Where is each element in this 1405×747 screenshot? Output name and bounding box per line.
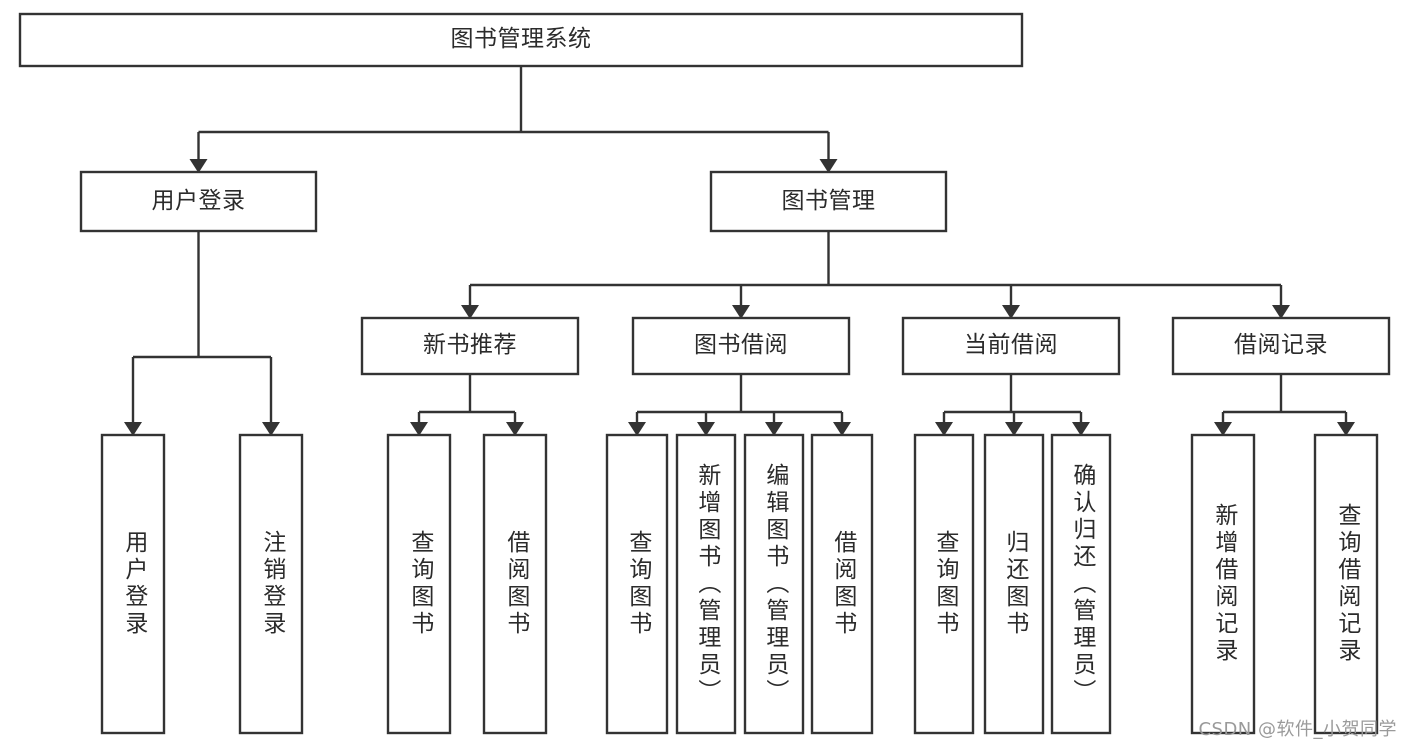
node-box-leaf-confirm-return bbox=[1050, 433, 1112, 735]
arrow-head-leaf-query-book-current bbox=[935, 422, 953, 436]
arrow-head-leaf-logout bbox=[262, 422, 280, 436]
arrow-head-current-borrow bbox=[1002, 305, 1020, 319]
node-box-leaf-query-book-current bbox=[913, 433, 975, 735]
node-leaf-edit-book[interactable] bbox=[745, 435, 803, 733]
node-leaf-query-book-current[interactable] bbox=[915, 435, 973, 733]
arrow-head-leaf-user-login bbox=[124, 422, 142, 436]
node-box-leaf-user-login bbox=[100, 433, 166, 735]
arrow-head-leaf-confirm-return bbox=[1072, 422, 1090, 436]
arrow-head-leaf-query-book-new bbox=[410, 422, 428, 436]
node-box-borrow-record bbox=[1171, 316, 1391, 376]
node-box-new-book-recommend bbox=[360, 316, 580, 376]
node-current-borrow[interactable] bbox=[903, 318, 1119, 374]
node-leaf-logout[interactable] bbox=[240, 435, 302, 733]
arrow-head-leaf-query-book-borrow bbox=[628, 422, 646, 436]
node-leaf-add-borrow-record[interactable] bbox=[1192, 435, 1254, 733]
node-box-leaf-query-borrow-record bbox=[1313, 433, 1379, 735]
arrow-head-leaf-add-borrow-record bbox=[1214, 422, 1232, 436]
node-box-leaf-borrow-book-new bbox=[482, 433, 548, 735]
node-box-root bbox=[18, 12, 1024, 68]
arrow-head-borrow-record bbox=[1272, 305, 1290, 319]
node-leaf-query-book-new[interactable] bbox=[388, 435, 450, 733]
node-box-leaf-edit-book bbox=[743, 433, 805, 735]
node-book-management[interactable] bbox=[711, 172, 946, 231]
watermark-text: CSDN @软件_小贺同学 bbox=[1198, 719, 1397, 740]
arrow-head-leaf-borrow-book bbox=[833, 422, 851, 436]
node-box-leaf-query-book-new bbox=[386, 433, 452, 735]
arrow-head-book-borrow bbox=[732, 305, 750, 319]
node-box-leaf-query-book-borrow bbox=[605, 433, 669, 735]
node-box-leaf-add-borrow-record bbox=[1190, 433, 1256, 735]
node-leaf-add-book[interactable] bbox=[677, 435, 735, 733]
node-box-user-login bbox=[79, 170, 318, 233]
node-borrow-record[interactable] bbox=[1173, 318, 1389, 374]
node-leaf-borrow-book-new[interactable] bbox=[484, 435, 546, 733]
node-box-book-borrow bbox=[631, 316, 851, 376]
node-box-leaf-borrow-book bbox=[810, 433, 874, 735]
arrow-head-leaf-borrow-book-new bbox=[506, 422, 524, 436]
node-box-leaf-return-book bbox=[983, 433, 1045, 735]
node-leaf-confirm-return[interactable] bbox=[1052, 435, 1110, 733]
node-book-borrow[interactable] bbox=[633, 318, 849, 374]
arrow-head-leaf-add-book bbox=[697, 422, 715, 436]
node-leaf-return-book[interactable] bbox=[985, 435, 1043, 733]
node-user-login[interactable] bbox=[81, 172, 316, 231]
arrow-head-leaf-edit-book bbox=[765, 422, 783, 436]
node-leaf-query-book-borrow[interactable] bbox=[607, 435, 667, 733]
arrow-head-book-management bbox=[819, 159, 838, 173]
node-box-leaf-add-book bbox=[675, 433, 737, 735]
arrow-head-new-book-recommend bbox=[461, 305, 479, 319]
node-box-current-borrow bbox=[901, 316, 1121, 376]
arrow-head-user-login bbox=[189, 159, 208, 173]
node-leaf-borrow-book[interactable] bbox=[812, 435, 872, 733]
node-box-leaf-logout bbox=[238, 433, 304, 735]
node-new-book-recommend[interactable] bbox=[362, 318, 578, 374]
node-leaf-query-borrow-record[interactable] bbox=[1315, 435, 1377, 733]
arrow-head-leaf-return-book bbox=[1005, 422, 1023, 436]
node-leaf-user-login[interactable] bbox=[102, 435, 164, 733]
arrow-head-leaf-query-borrow-record bbox=[1337, 422, 1355, 436]
node-box-book-management bbox=[709, 170, 948, 233]
node-root[interactable] bbox=[20, 14, 1022, 66]
